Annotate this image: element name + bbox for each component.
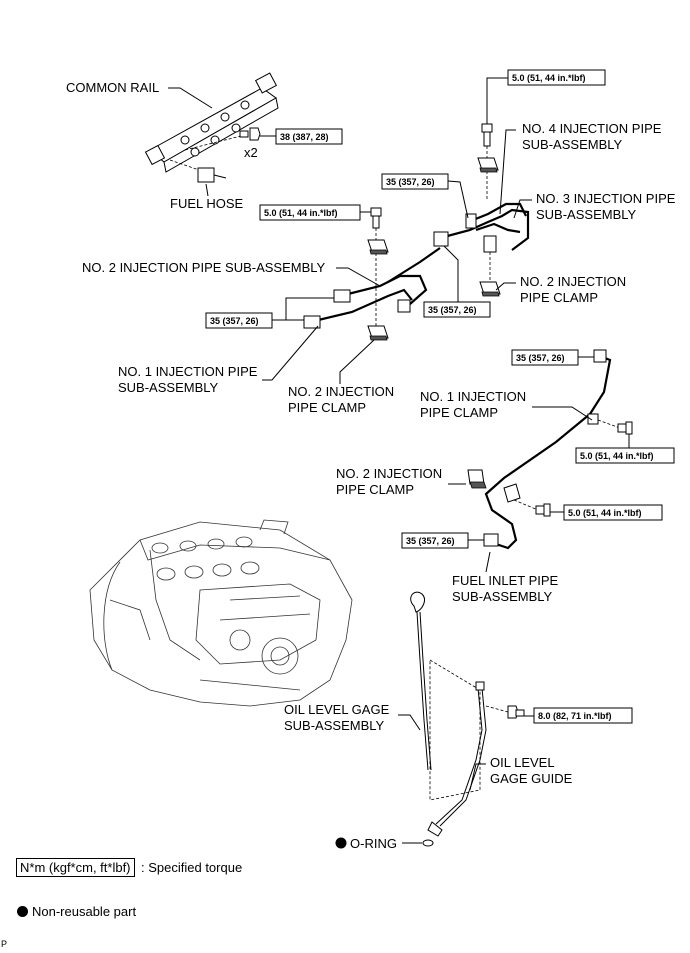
label-no1-pipe-1: NO. 1 INJECTION PIPE	[118, 364, 258, 379]
inlet-clamp-upper	[587, 413, 633, 435]
label-common-rail: COMMON RAIL	[66, 80, 159, 95]
svg-text:5.0 (51, 44 in.*lbf): 5.0 (51, 44 in.*lbf)	[264, 208, 338, 218]
label-oil-guide-1: OIL LEVEL	[490, 755, 555, 770]
torque-35-inlet-bottom: 35 (357, 26)	[401, 532, 469, 549]
mid-bolt	[370, 207, 382, 229]
mid-clamp-upper	[367, 239, 389, 255]
svg-text:5.0 (51, 44 in.*lbf): 5.0 (51, 44 in.*lbf)	[580, 451, 654, 461]
fuel-inlet-pipe	[483, 349, 612, 550]
label-no2-clamp-mid-2: PIPE CLAMP	[288, 400, 366, 415]
torque-8: 8.0 (82, 71 in.*lbf)	[533, 707, 633, 724]
label-no1-clamp-2: PIPE CLAMP	[420, 405, 498, 420]
torque-5-mid: 5.0 (51, 44 in.*lbf)	[259, 204, 361, 221]
torque-35-left: 35 (357, 26)	[205, 312, 273, 329]
legend-torque-desc: : Specified torque	[141, 860, 243, 875]
guide-bolt	[485, 705, 525, 719]
label-no2-clamp-mid-1: NO. 2 INJECTION	[288, 384, 394, 399]
torque-top: 5.0 (51, 44 in.*lbf)	[507, 69, 606, 86]
torque-5-right-1: 5.0 (51, 44 in.*lbf)	[575, 447, 675, 464]
label-o-ring: O-RING	[350, 836, 397, 851]
label-no3-pipe-1: NO. 3 INJECTION PIPE	[536, 191, 676, 206]
label-no1-clamp-1: NO. 1 INJECTION	[420, 389, 526, 404]
label-oil-guide-2: GAGE GUIDE	[490, 771, 573, 786]
label-no2-clamp-right-1: NO. 2 INJECTION	[520, 274, 626, 289]
svg-text:35 (357, 26): 35 (357, 26)	[516, 353, 565, 363]
lower-clamp-right	[479, 281, 501, 297]
label-no2-pipe: NO. 2 INJECTION PIPE SUB-ASSEMBLY	[82, 260, 326, 275]
o-ring-part	[422, 839, 434, 847]
engine-illustration	[89, 519, 353, 707]
label-no1-pipe-2: SUB-ASSEMBLY	[118, 380, 219, 395]
inlet-clamp-lower	[467, 469, 551, 517]
oil-level-gage	[410, 591, 432, 771]
oil-level-gage-guide	[427, 681, 487, 837]
top-bolt	[481, 123, 493, 147]
upper-clamp	[477, 157, 499, 173]
common-rail-part	[144, 72, 279, 173]
label-fuel-inlet-1: FUEL INLET PIPE	[452, 573, 559, 588]
svg-text:8.0 (82, 71 in.*lbf): 8.0 (82, 71 in.*lbf)	[538, 711, 612, 721]
svg-text:35 (357, 26): 35 (357, 26)	[210, 316, 259, 326]
label-no2-clamp-right-2: PIPE CLAMP	[520, 290, 598, 305]
torque-35-inlet-top: 35 (357, 26)	[511, 349, 579, 366]
label-no2-clamp-low-1: NO. 2 INJECTION	[336, 466, 442, 481]
svg-text:35 (357, 26): 35 (357, 26)	[386, 177, 435, 187]
torque-35-center: 35 (357, 26)	[423, 301, 491, 318]
torque-35-upper: 35 (357, 26)	[381, 173, 449, 190]
legend-nonreusable-text: Non-reusable part	[32, 904, 137, 919]
mid-clamp-lower	[367, 325, 389, 341]
label-fuel-hose: FUEL HOSE	[170, 196, 244, 211]
rail-bolt	[184, 127, 261, 151]
label-no3-pipe-2: SUB-ASSEMBLY	[536, 207, 637, 222]
label-oil-gage-1: OIL LEVEL GAGE	[284, 702, 390, 717]
legend-torque-unit: N*m (kgf*cm, ft*lbf)	[16, 858, 135, 877]
label-no4-pipe-2: SUB-ASSEMBLY	[522, 137, 623, 152]
no3-no4-pipes	[433, 202, 530, 253]
svg-text:5.0 (51, 44 in.*lbf): 5.0 (51, 44 in.*lbf)	[568, 508, 642, 518]
label-no2-clamp-low-2: PIPE CLAMP	[336, 482, 414, 497]
svg-text:35 (357, 26): 35 (357, 26)	[428, 305, 477, 315]
svg-text:38 (387, 28): 38 (387, 28)	[280, 132, 329, 142]
fuel-hose-part	[169, 159, 227, 183]
torque-5-right-2: 5.0 (51, 44 in.*lbf)	[563, 504, 663, 521]
label-oil-gage-2: SUB-ASSEMBLY	[284, 718, 385, 733]
label-fuel-inlet-2: SUB-ASSEMBLY	[452, 589, 553, 604]
svg-text:5.0 (51, 44 in.*lbf): 5.0 (51, 44 in.*lbf)	[512, 73, 586, 83]
corner-letter: P	[1, 939, 8, 949]
label-x2: x2	[244, 145, 258, 160]
svg-text:35 (357, 26): 35 (357, 26)	[406, 536, 455, 546]
non-reusable-dot	[335, 837, 347, 849]
no1-no2-pipes	[303, 247, 441, 329]
label-no4-pipe-1: NO. 4 INJECTION PIPE	[522, 121, 662, 136]
torque-rail: 38 (387, 28)	[275, 128, 343, 145]
legend-nonreusable-dot	[17, 906, 28, 917]
